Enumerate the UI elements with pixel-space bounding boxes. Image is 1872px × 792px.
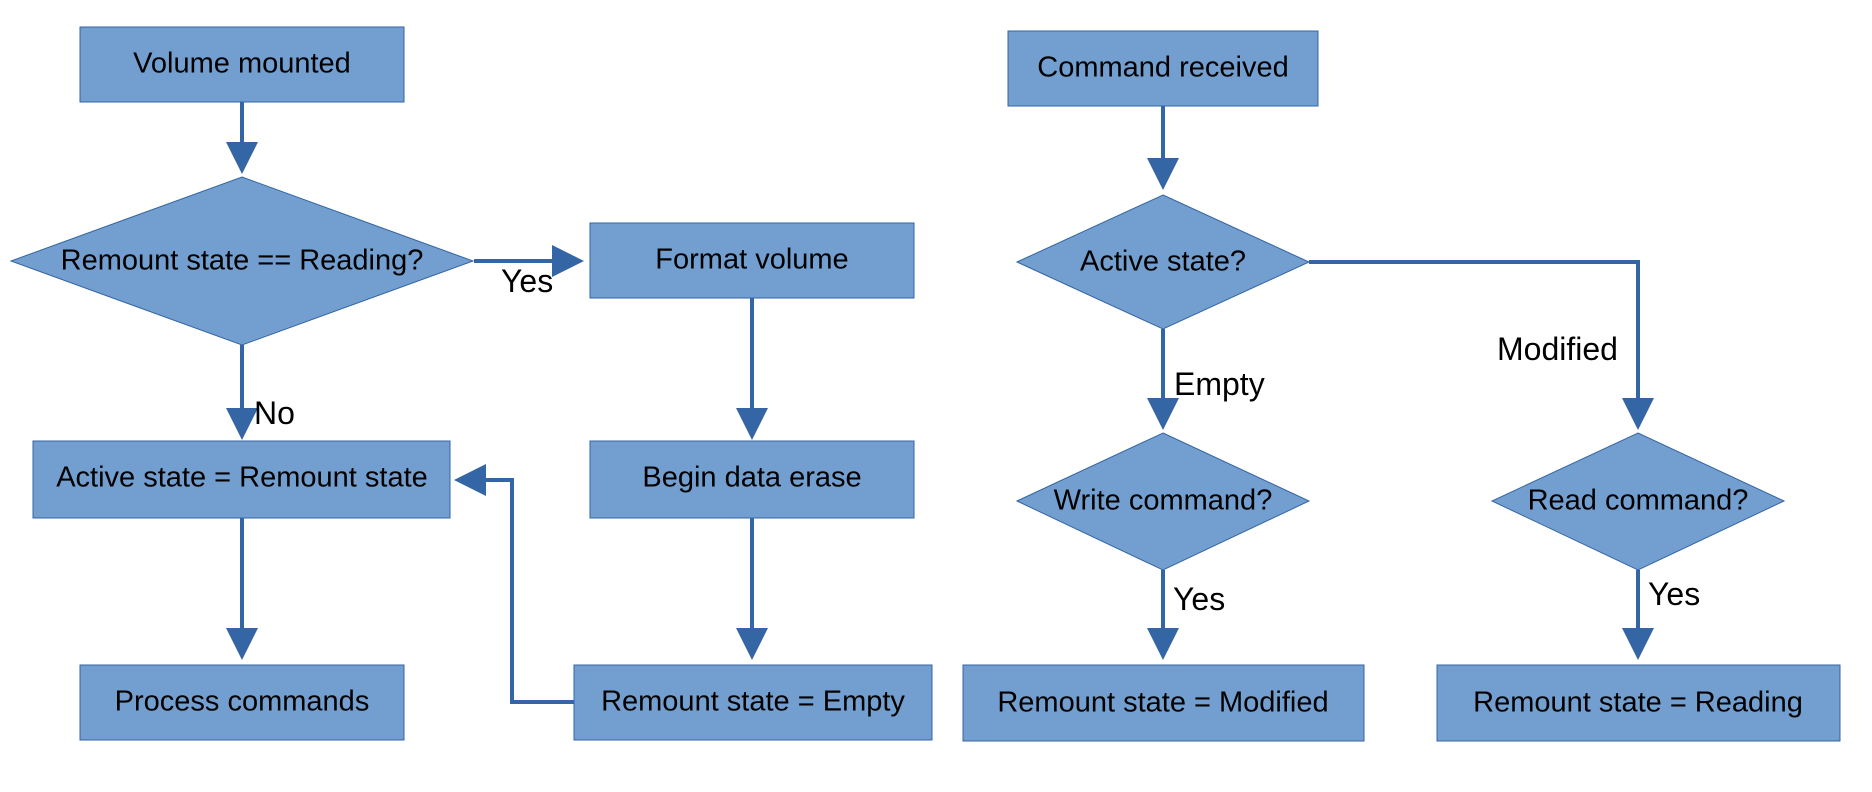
write-command-decision: Write command? [1015,432,1311,571]
empty-edge-label: Empty [1174,366,1265,402]
format-volume-node: Format volume [589,222,915,299]
remount-reading-decision: Remount state == Reading? [9,176,475,346]
arrow-active-to-read [1309,260,1654,430]
write-command-decision-label: Write command? [1054,485,1273,517]
yes-edge-label: Yes [501,263,553,299]
remount-empty-node: Remount state = Empty [573,664,933,741]
begin-data-erase-node: Begin data erase [589,440,915,519]
remount-modified-label: Remount state = Modified [997,687,1328,719]
active-equals-remount-label: Active state = Remount state [56,462,428,494]
format-volume-label: Format volume [655,244,848,276]
remount-reading-node: Remount state = Reading [1436,664,1841,742]
command-received-node: Command received [1007,30,1319,107]
volume-mounted-node: Volume mounted [79,26,405,103]
process-commands-label: Process commands [115,686,370,718]
remount-reading-label: Remount state = Reading [1473,687,1803,719]
active-equals-remount-node: Active state = Remount state [32,440,451,519]
volume-mounted-label: Volume mounted [133,48,351,80]
no-edge-label: No [254,395,295,431]
command-received-label: Command received [1037,52,1288,84]
read-command-decision-label: Read command? [1528,485,1749,517]
begin-data-erase-label: Begin data erase [642,462,861,494]
process-commands-node: Process commands [79,664,405,741]
read-command-decision: Read command? [1490,432,1786,571]
remount-reading-decision-label: Remount state == Reading? [61,245,424,277]
modified-edge-label: Modified [1497,331,1618,367]
active-state-decision-label: Active state? [1080,246,1246,278]
remount-modified-node: Remount state = Modified [962,664,1365,742]
remount-empty-label: Remount state = Empty [601,686,905,718]
write-yes-edge-label: Yes [1173,581,1225,617]
read-yes-edge-label: Yes [1648,576,1700,612]
arrow-empty-back-to-active [454,464,574,704]
active-state-decision: Active state? [1015,194,1311,330]
